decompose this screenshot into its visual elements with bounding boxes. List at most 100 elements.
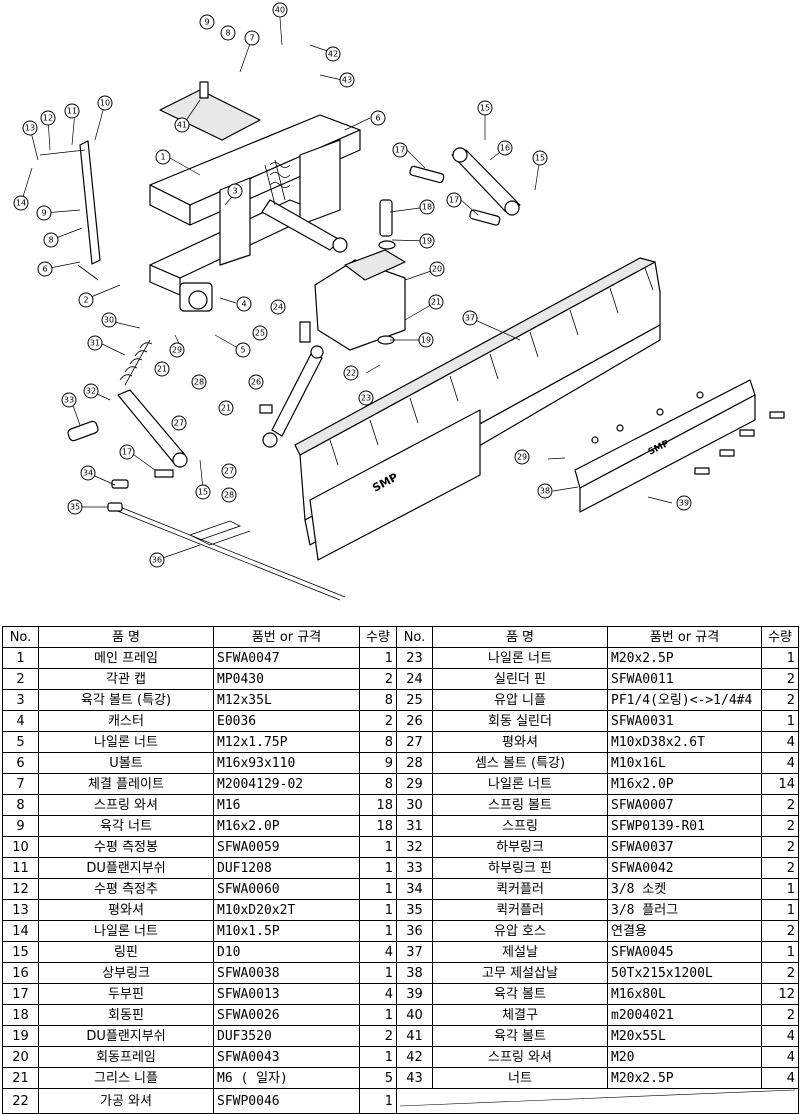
cell-code: M16x80L [607, 983, 762, 1005]
svg-text:33: 33 [64, 396, 74, 405]
cell-no: 19 [2, 1025, 39, 1047]
cell-name: 스프링 볼트 [432, 794, 608, 816]
callout-37: 37 [462, 310, 478, 326]
svg-text:40: 40 [275, 6, 285, 15]
cell-code: M10x16L [607, 752, 762, 774]
callout-28b: 28 [221, 487, 237, 503]
cell-no: 25 [396, 689, 433, 711]
cell-no: 12 [2, 878, 39, 900]
cell-code: M20x2.5P [607, 647, 762, 669]
cell-qty: 2 [761, 815, 799, 837]
callout-8: 8 [220, 25, 236, 41]
svg-text:29: 29 [517, 453, 527, 462]
cell-no: 34 [396, 878, 433, 900]
cell-no: 3 [2, 689, 39, 711]
svg-text:2: 2 [83, 296, 88, 305]
callout-9: 9 [199, 14, 215, 30]
svg-text:18: 18 [422, 203, 432, 212]
svg-text:28: 28 [224, 491, 234, 500]
cell-no: 5 [2, 731, 39, 753]
callout-9b: 9 [36, 205, 52, 221]
pivot-frame [314, 199, 406, 351]
callout-25: 25 [252, 325, 268, 341]
callout-4: 4 [236, 296, 252, 312]
svg-text:37: 37 [465, 314, 475, 323]
callout-7: 7 [244, 30, 260, 46]
cell-qty: 1 [359, 899, 397, 921]
cell-no: 32 [396, 836, 433, 858]
callout-38: 38 [537, 483, 553, 499]
callout-19b: 19 [418, 332, 434, 348]
cell-code: M16x2.0P [607, 773, 762, 795]
cell-name: 수평 측정추 [38, 878, 214, 900]
cell-name: 너트 [432, 1067, 608, 1089]
cell-no: 7 [2, 773, 39, 795]
cell-qty: 1 [359, 647, 397, 669]
header-code: 품번 or 규격 [607, 626, 762, 648]
cell-code: m2004021 [607, 1004, 762, 1026]
blade-ribs [329, 267, 654, 466]
cell-name: 가공 와셔 [38, 1088, 214, 1114]
cell-qty: 2 [359, 1025, 397, 1047]
cell-code: M16x2.0P [213, 815, 360, 837]
cell-qty: 18 [359, 815, 397, 837]
svg-text:9: 9 [204, 18, 209, 27]
callout-35: 35 [67, 499, 83, 515]
svg-text:8: 8 [48, 236, 53, 245]
cell-qty: 2 [761, 689, 799, 711]
cell-no: 6 [2, 752, 39, 774]
svg-text:23: 23 [361, 394, 371, 403]
cell-no: 43 [396, 1067, 433, 1089]
svg-text:19: 19 [421, 336, 431, 345]
cell-code: M16x93x110 [213, 752, 360, 774]
cell-code: SFWA0011 [607, 668, 762, 690]
callout-15: 15 [477, 100, 493, 116]
cell-qty: 1 [359, 1046, 397, 1068]
header-name: 품 명 [432, 626, 608, 648]
callout-33: 33 [61, 392, 77, 408]
callout-30: 30 [101, 312, 117, 328]
cell-no: 9 [2, 815, 39, 837]
cell-name: 캐스터 [38, 710, 214, 732]
cell-code: M20x2.5P [607, 1067, 762, 1089]
cell-no: 11 [2, 857, 39, 879]
cell-qty: 1 [761, 899, 799, 921]
svg-text:30: 30 [104, 316, 114, 325]
cell-code: 연결용 [607, 920, 762, 942]
cell-qty: 9 [359, 752, 397, 774]
cell-code: SFWA0007 [607, 794, 762, 816]
svg-text:15: 15 [480, 104, 490, 113]
callout-21: 21 [428, 294, 444, 310]
main-frame [149, 89, 361, 296]
cell-code: M12x35L [213, 689, 360, 711]
cell-name: 평와셔 [432, 731, 608, 753]
cell-qty: 4 [761, 1067, 799, 1089]
header-no: No. [396, 626, 433, 648]
cell-no: 37 [396, 941, 433, 963]
cell-no: 42 [396, 1046, 433, 1068]
callout-41: 41 [174, 117, 190, 133]
svg-text:39: 39 [679, 499, 689, 508]
cell-code: SFWA0045 [607, 941, 762, 963]
callout-36: 36 [149, 552, 165, 568]
swivel-cylinder [262, 345, 324, 448]
callout-27b: 27 [221, 463, 237, 479]
cell-code: M10xD38x2.6T [607, 731, 762, 753]
snow-blade: SMP [294, 257, 661, 561]
cell-no: 39 [396, 983, 433, 1005]
cell-code: SFWA0042 [607, 857, 762, 879]
cell-name: DU플랜지부쉬 [38, 857, 214, 879]
callout-22: 22 [343, 365, 359, 381]
cell-code: E0036 [213, 710, 360, 732]
cell-no: 17 [2, 983, 39, 1005]
